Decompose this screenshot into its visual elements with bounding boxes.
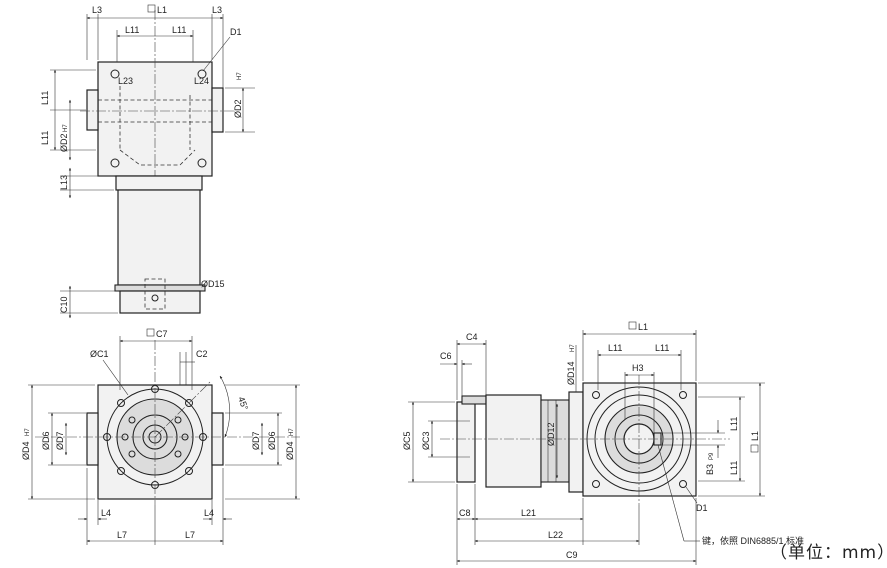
dim-L3-right: L3 [212, 5, 222, 15]
dim-L11-left-a: L11 [40, 91, 50, 105]
unit-note: （单位：mm） [770, 543, 887, 563]
svg-text:H7: H7 [63, 124, 69, 132]
top-view-motor-adapter [117, 189, 201, 286]
dim-angle: 45° [236, 395, 250, 412]
top-view-hole-br [197, 158, 207, 168]
dim-C10: C10 [59, 296, 69, 313]
dim-D6-right: ØD6 [267, 431, 277, 450]
dim-L23: L23 [118, 76, 133, 86]
dim-L11-side-b: L11 [655, 343, 669, 353]
svg-text:H7: H7 [570, 344, 576, 352]
top-view-right-boss [211, 87, 224, 133]
dim-H3: H3 [632, 363, 644, 373]
side-view-input-shaft [456, 401, 476, 483]
dim-D2-right: ØD2 [233, 99, 243, 118]
dim-L13: L13 [59, 175, 69, 190]
side-view: L1 L11 L11 H3 L1 L11 L11 B3 P9 ØD14 H7 Ø… [402, 321, 804, 565]
dim-D12: ØD12 [546, 422, 556, 446]
dim-D7-right: ØD7 [251, 431, 261, 450]
top-view-hole-tr [197, 69, 207, 79]
dim-L7-left: L7 [117, 530, 127, 540]
dim-D7-left: ØD7 [55, 431, 65, 450]
dim-L21: L21 [521, 508, 536, 518]
dim-D1-side: D1 [696, 503, 708, 513]
dim-L1-side-v: L1 [750, 431, 760, 441]
dim-L1: L1 [157, 5, 167, 15]
svg-text:H7: H7 [25, 428, 31, 436]
top-view-shaft-end [119, 290, 201, 314]
dim-D15: ØD15 [201, 279, 225, 289]
dim-L24: L24 [194, 76, 209, 86]
side-view-adapter-ring [540, 399, 570, 483]
dim-C9: C9 [566, 550, 578, 560]
top-view-hidden-shaft [144, 278, 166, 310]
dim-C3: ØC3 [421, 431, 431, 450]
side-view-hole-D1 [679, 480, 687, 488]
side-view-flange [568, 391, 584, 493]
side-view-shaft-collar [461, 395, 487, 405]
dim-C6: C6 [440, 351, 452, 361]
dim-L22: L22 [548, 530, 563, 540]
top-view-flange [115, 175, 203, 191]
dim-C1: ØC1 [90, 349, 109, 359]
dim-D2-left: ØD2 [59, 133, 69, 152]
top-view-left-boss [86, 89, 99, 131]
top-view: L3 L1 L3 L11 L11 D1 L23 L24 L11 L11 ØD2 … [40, 4, 255, 319]
top-view-hole-tl [110, 69, 120, 79]
dim-L11-side-v-a: L11 [729, 417, 739, 431]
dim-D14: ØD14 [566, 361, 576, 385]
dim-D1: D1 [230, 27, 242, 37]
top-view-key-hole [151, 294, 159, 302]
key-note: 键，依照 DIN6885/1 标准 [702, 535, 804, 546]
front-view: 45° C7 ØC1 C2 ØD4 H7 ØD6 ØD7 ØD4 H7 [21, 328, 300, 545]
front-view-right-boss [211, 412, 224, 466]
dim-L4-right: L4 [204, 508, 214, 518]
dim-L11-left-b: L11 [40, 131, 50, 145]
dim-C5: ØC5 [402, 431, 412, 450]
front-view-45-line [154, 381, 211, 438]
dim-L1-side: L1 [638, 322, 648, 332]
dim-D4-right: ØD4 [285, 441, 295, 460]
front-view-left-boss [86, 412, 99, 466]
dim-L3-left: L3 [92, 5, 102, 15]
svg-text:H7: H7 [237, 72, 243, 80]
dim-L11-b: L11 [172, 25, 186, 35]
dim-D6-left: ØD6 [41, 431, 51, 450]
top-view-ring [114, 284, 206, 292]
dim-L4-left: L4 [101, 508, 111, 518]
dim-L11-side-v-b: L11 [729, 461, 739, 475]
dim-L7-right: L7 [185, 530, 195, 540]
dim-C8: C8 [459, 508, 471, 518]
dim-C2: C2 [196, 349, 208, 359]
dim-L11-side-a: L11 [608, 343, 622, 353]
dim-L11-a: L11 [125, 25, 139, 35]
svg-text:P9: P9 [709, 452, 715, 460]
dim-C4: C4 [466, 332, 478, 342]
top-view-hole-bl [110, 158, 120, 168]
svg-text:H7: H7 [289, 428, 295, 436]
dim-B3: B3 [705, 464, 715, 475]
square-symbol [147, 4, 156, 13]
dim-C7: C7 [156, 329, 168, 339]
side-view-motor-adapter [485, 394, 542, 488]
dim-D4-left: ØD4 [21, 441, 31, 460]
